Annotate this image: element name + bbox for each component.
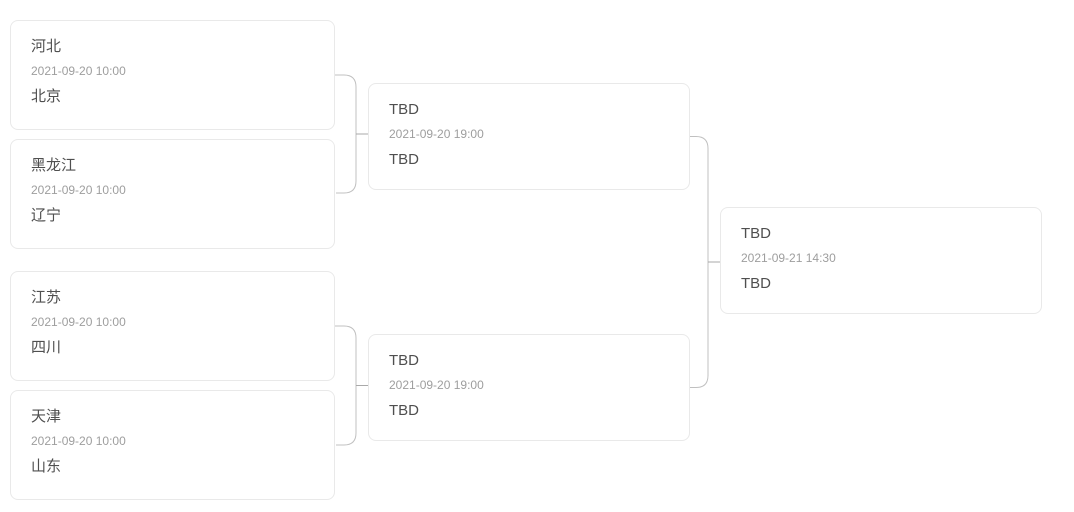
match-time: 2021-09-20 19:00 [389,127,484,141]
match-time: 2021-09-21 14:30 [741,251,836,265]
match-time: 2021-09-20 10:00 [31,434,126,448]
team2-name: TBD [389,402,419,419]
match-card[interactable]: TBD 2021-09-20 19:00 TBD [368,334,690,441]
match-time: 2021-09-20 10:00 [31,183,126,197]
team2-name: 北京 [31,88,62,105]
team1-name: TBD [741,225,771,242]
team1-name: TBD [389,352,419,369]
team2-name: TBD [741,275,771,292]
connector-line [690,136,709,388]
team2-name: 四川 [31,339,62,356]
team1-name: 天津 [31,408,62,425]
team1-name: TBD [389,101,419,118]
match-card[interactable]: 天津 2021-09-20 10:00 山东 [10,390,335,500]
match-time: 2021-09-20 10:00 [31,64,126,78]
team2-name: 辽宁 [31,207,62,224]
team1-name: 河北 [31,38,62,55]
match-card[interactable]: 河北 2021-09-20 10:00 北京 [10,20,335,130]
team1-name: 黑龙江 [31,157,77,174]
match-card[interactable]: TBD 2021-09-20 19:00 TBD [368,83,690,190]
team2-name: 山东 [31,458,62,475]
match-time: 2021-09-20 10:00 [31,315,126,329]
connector-line [335,325,357,446]
team2-name: TBD [389,151,419,168]
match-time: 2021-09-20 19:00 [389,378,484,392]
team1-name: 江苏 [31,289,62,306]
match-card[interactable]: 黑龙江 2021-09-20 10:00 辽宁 [10,139,335,249]
match-card[interactable]: TBD 2021-09-21 14:30 TBD [720,207,1042,314]
connector-line [335,74,357,194]
match-card[interactable]: 江苏 2021-09-20 10:00 四川 [10,271,335,381]
